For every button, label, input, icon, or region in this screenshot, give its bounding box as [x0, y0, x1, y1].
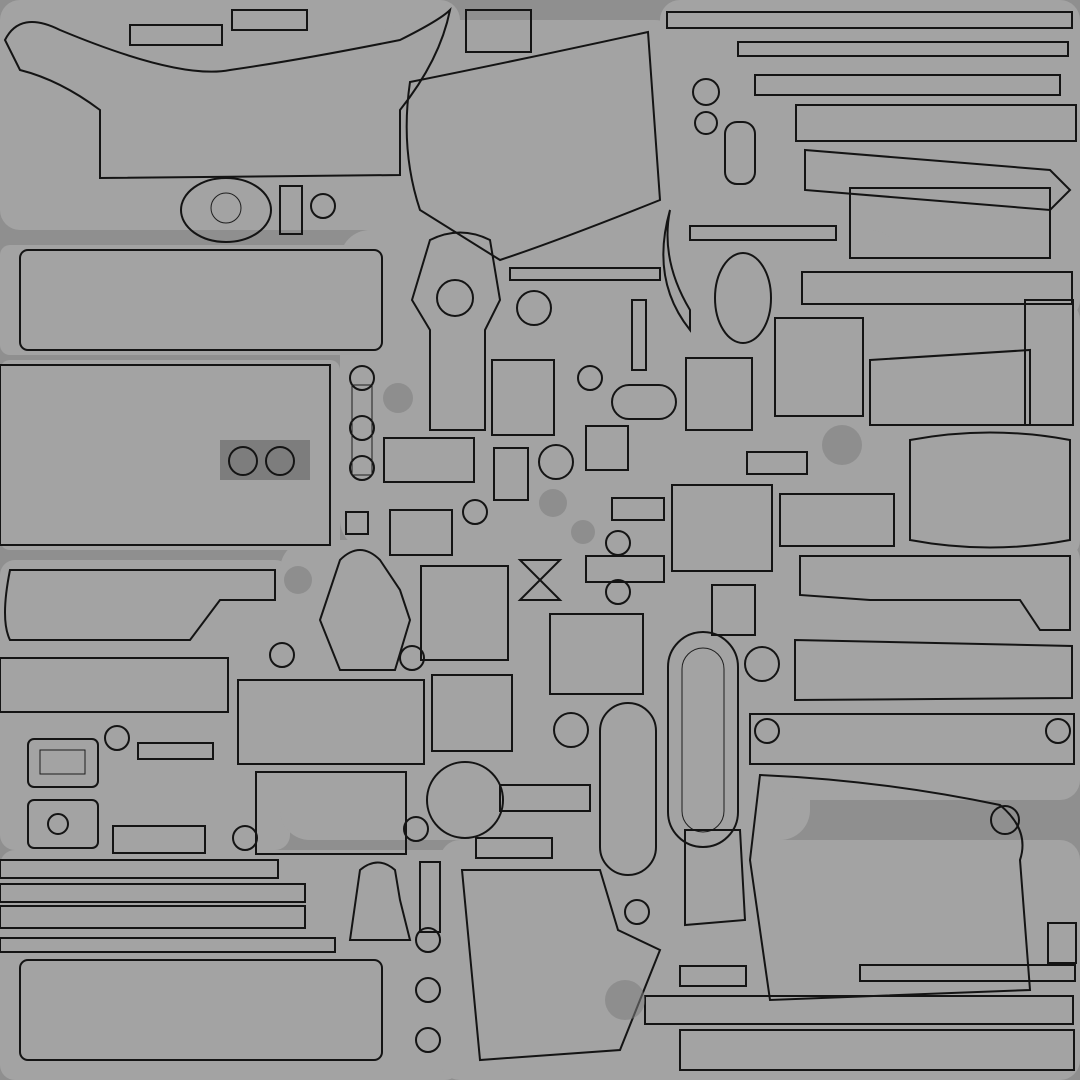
uv-island-fan-lower-center — [460, 869, 662, 1062]
uv-island-seat-center — [318, 231, 502, 671]
uv-island-dense-blocks — [255, 359, 895, 855]
uv-island-strips-lower-left — [0, 738, 336, 953]
uv-island-panels-right — [749, 299, 1075, 765]
uv-island-circles-top — [180, 78, 756, 243]
uv-island-wing-top-left — [3, 6, 452, 180]
uv-island-body-left — [0, 364, 331, 546]
uv-island-fan-lower-right — [748, 773, 1032, 1002]
uv-island-strips-top-right — [666, 11, 1077, 305]
uv-island-strips-lower-right — [644, 922, 1077, 1071]
uv-island-bar-top-center — [129, 9, 532, 53]
uv-island-small-circles — [104, 290, 780, 925]
uv-island-misc-pieces — [345, 209, 837, 941]
uv-island-fan-top — [405, 30, 662, 262]
uv-island-sphere-lower — [426, 761, 591, 839]
uv-island-stadium-right — [599, 252, 772, 876]
uv-shadow-patches — [284, 383, 862, 1020]
uv-island-rod-left — [19, 249, 383, 1061]
uv-island-ring-chain — [349, 365, 441, 1053]
uv-island-barrel-left — [0, 569, 425, 765]
